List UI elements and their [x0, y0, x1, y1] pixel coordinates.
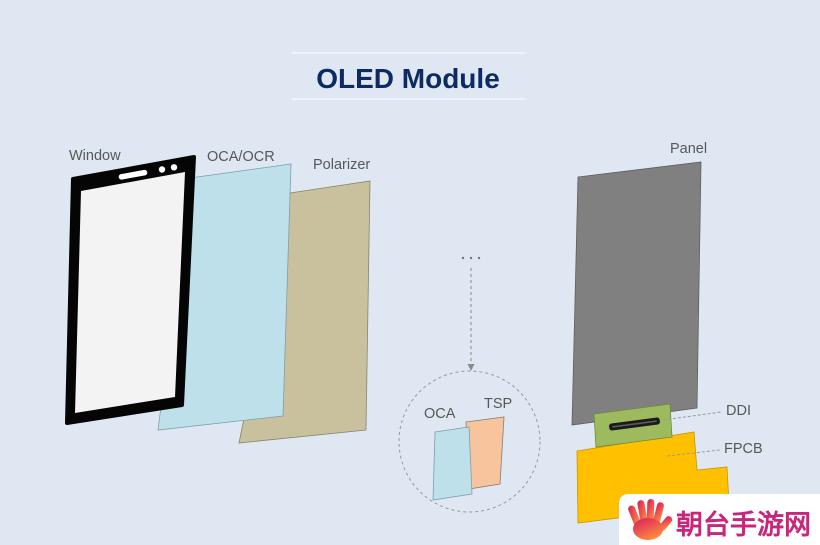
fpcb-leader-line	[666, 449, 721, 457]
panel-label: Panel	[670, 141, 707, 157]
ddi-connector	[609, 417, 660, 431]
watermark: 朝台手游网	[619, 494, 820, 545]
polarizer-label: Polarizer	[313, 157, 370, 173]
detail-circle	[398, 370, 541, 513]
watermark-background	[619, 494, 820, 545]
window-screen	[75, 172, 185, 413]
page-title: OLED Module	[316, 63, 500, 94]
camera-dot	[170, 164, 178, 171]
oca-ocr-label: OCA/OCR	[207, 149, 275, 165]
detail-tsp-layer	[465, 416, 505, 490]
window-label: Window	[69, 148, 121, 164]
detail-oca-layer	[432, 426, 473, 501]
window-layer	[65, 155, 196, 425]
camera-dot	[158, 166, 166, 173]
fpcb-label: FPCB	[724, 441, 763, 457]
ellipsis-dot	[461, 256, 465, 260]
watermark-text: 朝台手游网	[676, 509, 811, 541]
watermark-hand-icon	[628, 499, 673, 540]
down-arrow-head	[467, 364, 475, 371]
ellipsis-dot	[469, 256, 473, 260]
ddi-label: DDI	[726, 403, 751, 419]
panel-layer	[571, 161, 702, 426]
detail-tsp-label: TSP	[484, 396, 512, 412]
speaker-slot	[117, 168, 149, 181]
ellipsis-dot	[477, 256, 481, 260]
detail-oca-label: OCA	[424, 406, 456, 422]
